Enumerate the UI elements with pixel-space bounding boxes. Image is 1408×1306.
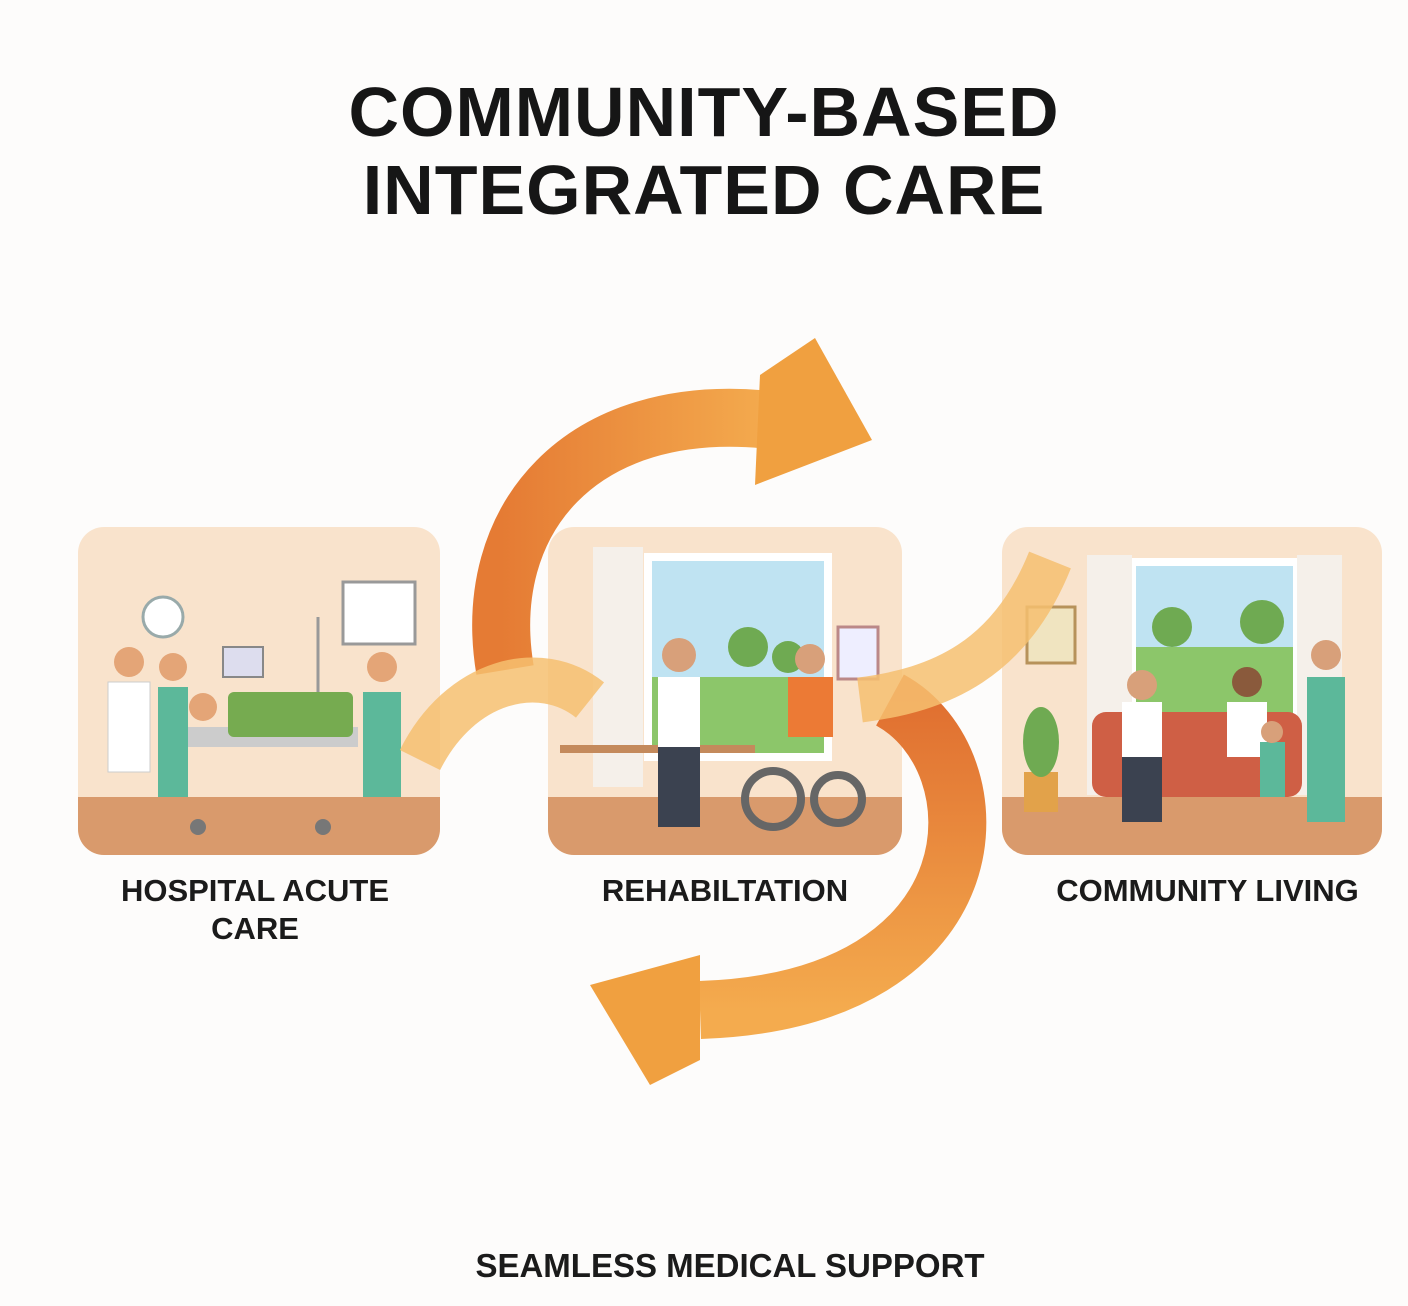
- rehabilitation-panel: [548, 527, 902, 855]
- monitor-icon: [222, 646, 264, 678]
- parallel-bars: [560, 745, 755, 753]
- bed-blanket: [228, 692, 353, 737]
- label-line-2: CARE: [211, 911, 299, 946]
- title-line-2: INTEGRATED CARE: [362, 151, 1046, 229]
- clock-icon: [141, 595, 185, 639]
- community-living-panel: [1002, 527, 1382, 855]
- rehabilitation-scene-illustration: [548, 547, 902, 855]
- wall-picture: [1025, 605, 1077, 665]
- chart-board-icon: [341, 580, 417, 646]
- community-living-label: COMMUNITY LIVING: [1056, 873, 1359, 908]
- label-line-1: HOSPITAL ACUTE: [120, 873, 390, 908]
- title-line-1: COMMUNITY-BASED: [348, 73, 1060, 151]
- hospital-acute-care-panel: [78, 527, 440, 855]
- hospital-scene-illustration: [78, 580, 440, 855]
- rehabilitation-label: REHABILTATION: [601, 873, 849, 908]
- hospital-acute-care-label: HOSPITAL ACUTE CARE: [90, 872, 420, 948]
- community-living-scene-illustration: [1002, 555, 1382, 855]
- footer-caption: SEAMLESS MEDICAL SUPPORT: [475, 1247, 985, 1284]
- plant-pot: [1024, 772, 1058, 812]
